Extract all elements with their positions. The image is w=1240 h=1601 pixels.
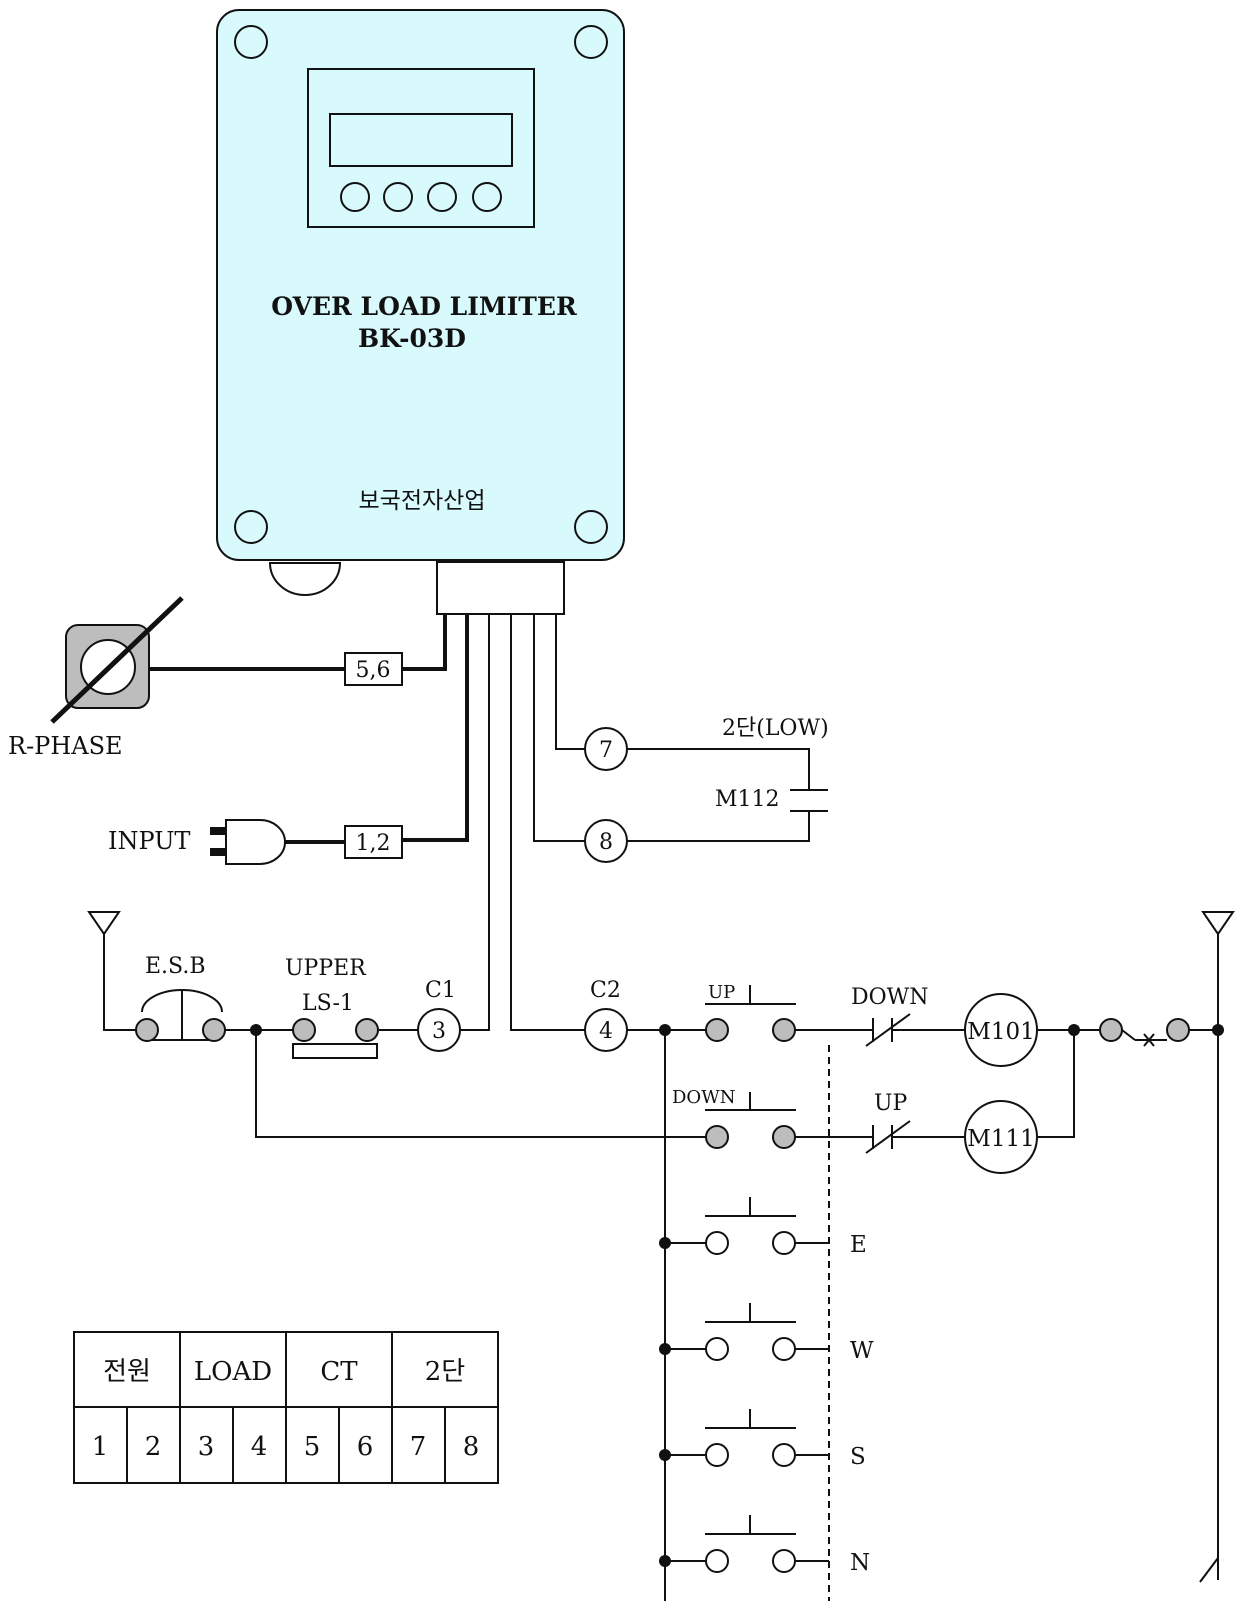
table-header-power: 전원 (103, 1357, 151, 1387)
terminal-label-1-2 (344, 825, 403, 859)
mounting-hole-top-right (574, 25, 608, 59)
switch-e-label: E (850, 1232, 867, 1258)
table-cell-4: 4 (251, 1432, 268, 1462)
table-cell-3: 3 (198, 1432, 215, 1462)
mounting-hole-bottom-right (574, 510, 608, 544)
switch-s: S (659, 1409, 866, 1470)
panel-button-2 (383, 182, 413, 212)
terminal-7-text: 7 (599, 738, 613, 763)
terminal-wires (402, 614, 585, 1031)
switch-n-label: N (850, 1550, 870, 1576)
terminal-block (436, 561, 565, 615)
upper-label: UPPER (285, 956, 367, 981)
up-switch-label: UP (708, 982, 735, 1003)
mounting-hole-top-left (234, 25, 268, 59)
table-cell-6: 6 (357, 1432, 374, 1462)
switch-w: W (659, 1303, 874, 1364)
m112-label: M112 (715, 787, 780, 812)
ls1-label: LS-1 (302, 991, 354, 1016)
mounting-hole-bottom-left (234, 510, 268, 544)
table-header-stage: 2단 (425, 1357, 466, 1387)
device-model: BK-03D (358, 324, 466, 353)
r-phase-ct: 5,6 R-PHASE (8, 596, 403, 760)
up-interlock-label: UP (874, 1091, 908, 1116)
table-cell-8: 8 (463, 1432, 480, 1462)
low-stage-label: 2단(LOW) (722, 716, 829, 741)
table-cell-7: 7 (410, 1432, 427, 1462)
m101-label: M101 (967, 1019, 1034, 1045)
device-title: OVER LOAD LIMITER (271, 292, 577, 321)
down-switch-label: DOWN (672, 1087, 735, 1108)
switch-n: N (659, 1515, 870, 1576)
c2-label: C2 (590, 978, 621, 1003)
table-cell-2: 2 (145, 1432, 162, 1462)
esb-label: E.S.B (145, 954, 206, 979)
terminal-3 (417, 1008, 461, 1052)
panel-button-1 (340, 182, 370, 212)
input-plug: INPUT 1,2 (108, 819, 403, 865)
terminal-1-2-text: 1,2 (356, 831, 391, 856)
table-header-ct: CT (320, 1357, 358, 1387)
lcd-screen (329, 113, 513, 167)
table-cell-1: 1 (92, 1432, 109, 1462)
m111-label: M111 (967, 1126, 1034, 1152)
switch-s-label: S (850, 1444, 866, 1470)
r-phase-label: R-PHASE (8, 732, 123, 760)
terminal-label-5-6 (344, 652, 403, 686)
panel-button-4 (472, 182, 502, 212)
terminal-8-text: 8 (599, 830, 613, 855)
cable-gland (268, 562, 342, 596)
c1-label: C1 (425, 978, 456, 1003)
panel-button-3 (427, 182, 457, 212)
main-rung: E.S.B UPPER LS-1 C1 3 C2 4 UP DOWN (87, 911, 1235, 1583)
terminal-5-6-text: 5,6 (356, 658, 391, 683)
overload-limiter-unit: OVER LOAD LIMITER BK-03D 보국전자산업 (216, 9, 625, 615)
low-stage-circuit: 7 8 2단(LOW) M112 (584, 716, 829, 863)
maker-label: 보국전자산업 (359, 488, 486, 514)
table-header-load: LOAD (194, 1357, 272, 1387)
switch-w-label: W (850, 1338, 874, 1364)
down-interlock-label: DOWN (851, 985, 929, 1010)
table-cell-5: 5 (304, 1432, 321, 1462)
input-label: INPUT (108, 827, 190, 855)
down-rung: DOWN UP M111 (255, 1030, 1075, 1174)
switch-e: E (659, 1197, 867, 1258)
terminal-table: 전원 LOAD CT 2단 1 2 3 4 5 6 7 8 (73, 1331, 499, 1484)
display-panel (307, 68, 535, 228)
terminal-4-text: 4 (599, 1019, 613, 1044)
terminal-3-text: 3 (432, 1019, 446, 1044)
